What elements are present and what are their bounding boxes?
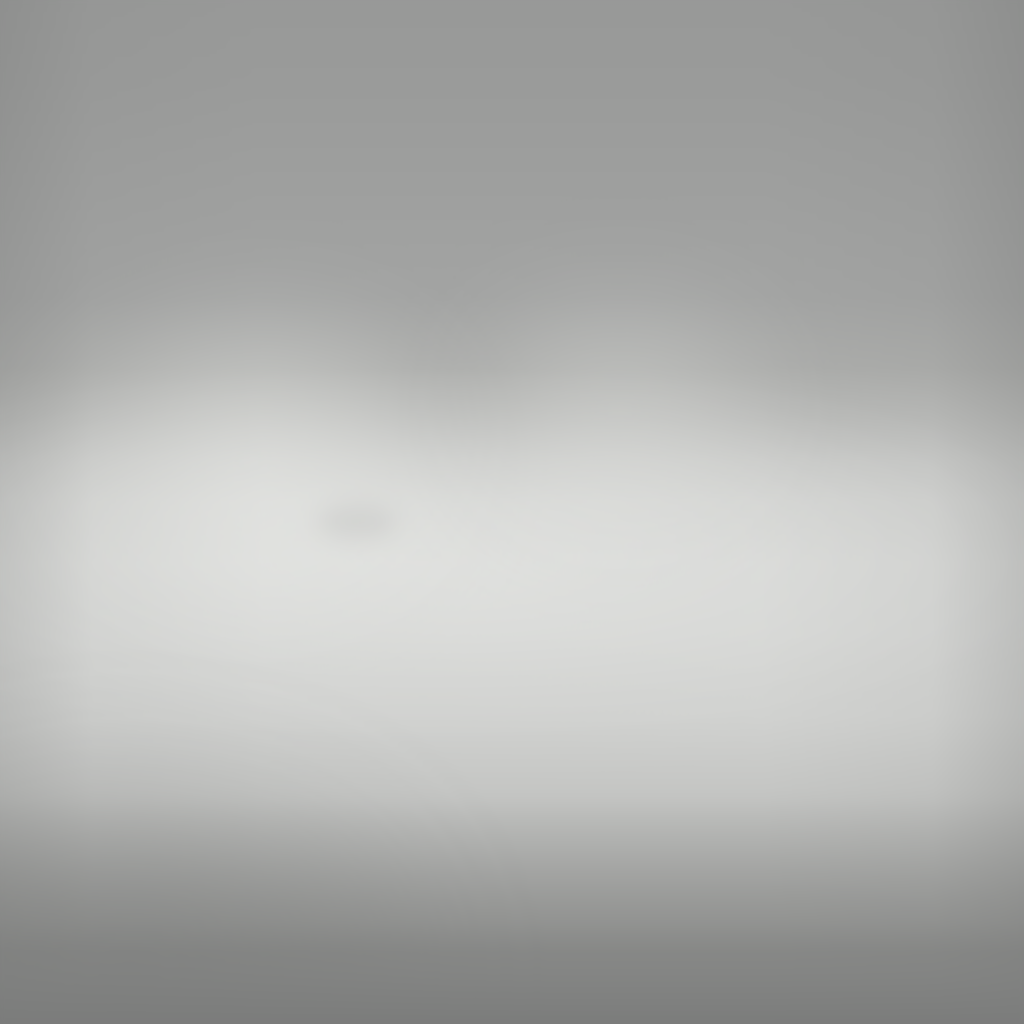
light-band-highlight xyxy=(0,420,1024,720)
lower-left-shading xyxy=(0,760,440,1024)
light-bloom-left xyxy=(40,300,460,620)
faint-smudge xyxy=(318,505,396,539)
light-bloom-mid xyxy=(470,290,770,530)
